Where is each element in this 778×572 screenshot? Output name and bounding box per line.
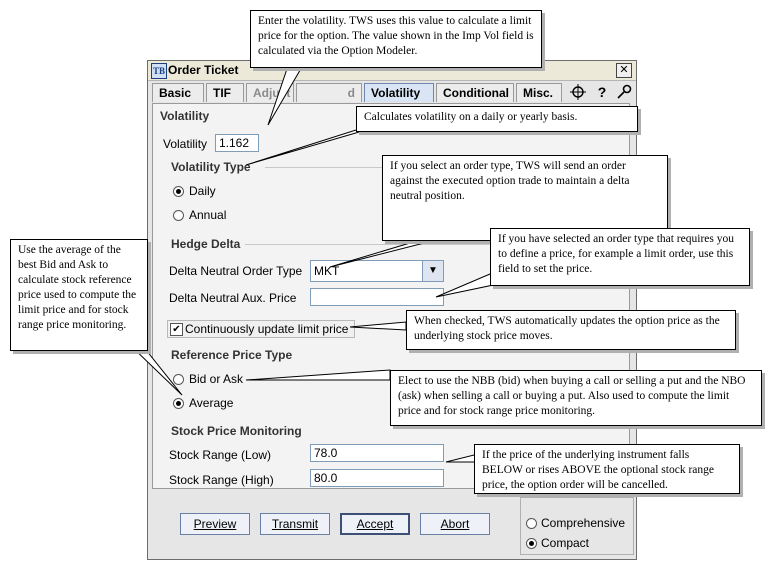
- leader-continuous: [349, 321, 407, 331]
- volatility-section-title: Volatility: [160, 109, 210, 123]
- preview-button[interactable]: Preview: [180, 513, 250, 535]
- tab-volatility[interactable]: Volatility: [364, 83, 434, 102]
- crosshair-icon[interactable]: [570, 84, 586, 100]
- window-title: Order Ticket: [168, 63, 239, 77]
- bid-or-ask-label: Bid or Ask: [189, 372, 244, 386]
- volatility-input[interactable]: 1.162: [215, 134, 259, 152]
- radio-compact[interactable]: [526, 538, 537, 549]
- callout-bid-or-ask: Elect to use the NBB (bid) when buying a…: [390, 370, 762, 426]
- accept-button[interactable]: Accept: [340, 513, 410, 535]
- stock-range-high-label: Stock Range (High): [169, 473, 274, 487]
- order-type-select[interactable]: MKT ▼: [310, 260, 444, 282]
- comprehensive-label: Comprehensive: [541, 516, 626, 530]
- hedge-delta-title: Hedge Delta: [171, 237, 241, 251]
- mode-group: Comprehensive Compact: [520, 497, 634, 555]
- annual-label: Annual: [189, 208, 227, 222]
- callout-volatility-type: Calculates volatility on a daily or year…: [356, 106, 638, 132]
- reference-price-title: Reference Price Type: [171, 348, 293, 362]
- leader-order-type: [329, 239, 437, 268]
- daily-label: Daily: [189, 184, 216, 198]
- average-label: Average: [189, 396, 234, 410]
- continuous-update-label: Continuously update limit price: [185, 322, 349, 336]
- aux-price-label: Delta Neutral Aux. Price: [169, 291, 297, 305]
- aux-price-input[interactable]: [310, 288, 444, 306]
- tab-misc[interactable]: Misc.: [516, 83, 562, 102]
- callout-volatility-field: Enter the volatility. TWS uses this valu…: [250, 10, 542, 68]
- callout-continuous: When checked, TWS automatically updates …: [406, 310, 736, 350]
- stock-monitoring-title: Stock Price Monitoring: [171, 424, 302, 438]
- tab-hidden[interactable]: d: [296, 83, 362, 102]
- stock-range-high-input[interactable]: 80.0: [310, 469, 444, 487]
- leader-bid-or-ask: [245, 369, 391, 381]
- leader-volatility-field: [267, 59, 307, 126]
- radio-average[interactable]: [173, 398, 184, 409]
- radio-comprehensive[interactable]: [526, 518, 537, 529]
- transmit-button[interactable]: Transmit: [260, 513, 330, 535]
- continuous-update-row[interactable]: ✔ Continuously update limit price: [167, 320, 355, 338]
- continuous-update-checkbox[interactable]: ✔: [170, 323, 183, 336]
- radio-annual[interactable]: [173, 210, 184, 221]
- tab-bar: Basic TIF Adjust d Volatility Conditiona…: [148, 81, 636, 103]
- app-logo-icon: TB: [151, 63, 167, 79]
- callout-order-type: If you select an order type, TWS will se…: [382, 155, 668, 241]
- close-icon[interactable]: ✕: [616, 63, 632, 78]
- tab-basic[interactable]: Basic: [152, 83, 204, 102]
- tab-conditional[interactable]: Conditional: [436, 83, 514, 102]
- leader-volatility-type: [245, 129, 367, 166]
- stock-range-low-input[interactable]: 78.0: [310, 444, 444, 462]
- radio-daily[interactable]: [173, 186, 184, 197]
- help-icon[interactable]: ?: [597, 84, 607, 100]
- radio-bid-or-ask[interactable]: [173, 374, 184, 385]
- pin-icon[interactable]: [616, 84, 632, 100]
- volatility-type-title: Volatility Type: [171, 160, 251, 174]
- callout-average: Use the average of the best Bid and Ask …: [10, 239, 148, 351]
- chevron-down-icon[interactable]: ▼: [422, 261, 443, 281]
- abort-button[interactable]: Abort: [420, 513, 490, 535]
- leader-average: [128, 344, 183, 396]
- volatility-label: Volatility: [163, 137, 208, 151]
- compact-label: Compact: [541, 536, 590, 550]
- leader-aux-price: [435, 273, 499, 298]
- group-divider: [245, 244, 615, 245]
- stock-range-low-label: Stock Range (Low): [169, 448, 272, 462]
- callout-aux-price: If you have selected an order type that …: [490, 228, 750, 286]
- order-type-label: Delta Neutral Order Type: [169, 264, 303, 278]
- order-type-value: MKT: [314, 264, 340, 278]
- callout-stock-range: If the price of the underlying instrumen…: [474, 444, 740, 494]
- tab-tif[interactable]: TIF: [206, 83, 244, 102]
